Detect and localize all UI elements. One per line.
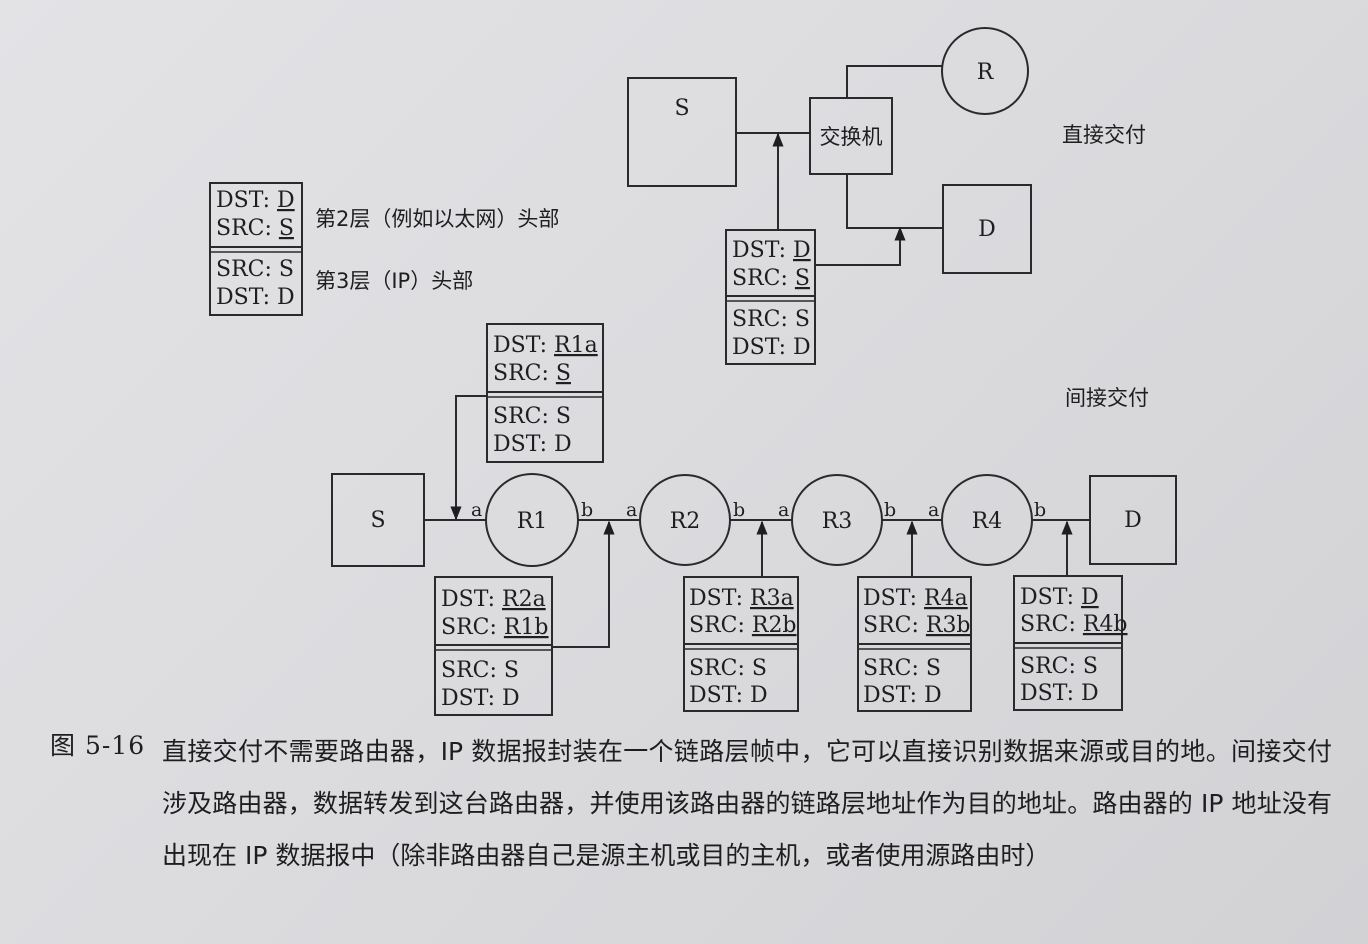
legend-src-label: SRC: <box>216 216 279 241</box>
packet-2-src-label: SRC: <box>441 615 504 640</box>
indirect-source-label: S <box>370 508 385 533</box>
svg-text:DST: R2a: DST: R2a <box>441 587 546 612</box>
router-r2-label: R2 <box>670 509 701 534</box>
router-r4-label: R4 <box>972 509 1003 534</box>
legend-layer3-label: 第3层（IP）头部 <box>315 269 473 293</box>
packet-5-src-addr: R4b <box>1083 612 1128 637</box>
svg-text:DST: R3a: DST: R3a <box>689 586 794 611</box>
packet-5-src-label: SRC: <box>1020 612 1083 637</box>
packet-2-dst-addr: R2a <box>502 587 546 612</box>
direct-delivery-diagram: S 交换机 R D DST: D SRC: S SRC: S DST: D 直接… <box>627 27 1146 365</box>
switch-box <box>809 97 893 175</box>
packet-3-src-label: SRC: <box>689 613 752 638</box>
direct-router-label: R <box>977 60 995 85</box>
packet-5-ip-src: SRC: S <box>1020 654 1098 679</box>
packet-5-ip-dst: DST: D <box>1020 681 1099 706</box>
svg-text:DST: R4a: DST: R4a <box>863 586 968 611</box>
packet-1-src-label: SRC: <box>493 361 556 386</box>
caption-text: 直接交付不需要路由器，IP 数据报封装在一个链路层帧中，它可以直接识别数据来源或… <box>162 737 1332 870</box>
packet-3-src-addr: R2b <box>752 613 797 638</box>
packet-2-src-addr: R1b <box>504 615 549 640</box>
indirect-delivery-diagram: S D R1 R2 R3 R4 a b a b a b a b <box>331 323 1177 716</box>
svg-text:SRC: R3b: SRC: R3b <box>863 613 971 638</box>
packet-3-ip-dst: DST: D <box>689 683 768 708</box>
router-r1 <box>485 473 579 567</box>
packet-1-ip-dst: DST: D <box>493 432 572 457</box>
r4-iface-a: a <box>928 499 939 521</box>
direct-source-host <box>627 77 737 187</box>
packet-3-dst-label: DST: <box>689 586 750 611</box>
direct-packet-ip-src: SRC: S <box>732 307 810 332</box>
direct-delivery-title: 直接交付 <box>1062 123 1146 147</box>
packet-4-src-addr: R3b <box>926 613 971 638</box>
packet-4-src-label: SRC: <box>863 613 926 638</box>
r2-iface-a: a <box>626 499 637 521</box>
packet-5-dst-label: DST: <box>1020 585 1081 610</box>
r1-iface-b: b <box>581 499 593 521</box>
indirect-packet-4: DST: R4a SRC: R3b SRC: S DST: D <box>857 576 972 712</box>
packet-2-ip-src: SRC: S <box>441 658 519 683</box>
packet-4-dst-addr: R4a <box>924 586 968 611</box>
direct-packet-src-label: SRC: <box>732 266 795 291</box>
r3-iface-b: b <box>884 499 896 521</box>
svg-text:SRC: S: SRC: S <box>493 361 571 386</box>
svg-text:SRC: R1b: SRC: R1b <box>441 615 549 640</box>
indirect-packet-2: DST: R2a SRC: R1b SRC: S DST: D <box>434 576 553 716</box>
svg-text:DST: R1a: DST: R1a <box>493 333 598 358</box>
svg-text:DST: D: DST: D <box>216 188 295 213</box>
legend-dst-addr: D <box>277 188 295 213</box>
direct-packet-dst-label: DST: <box>732 238 793 263</box>
legend-dst-label: DST: <box>216 188 277 213</box>
direct-source-label: S <box>674 96 689 121</box>
packet-1-dst-label: DST: <box>493 333 554 358</box>
router-r1-label: R1 <box>517 509 548 534</box>
legend-layer2-label: 第2层（例如以太网）头部 <box>315 207 559 231</box>
indirect-packet-5: DST: D SRC: R4b SRC: S DST: D <box>1013 575 1128 711</box>
router-r3-label: R3 <box>822 509 853 534</box>
r3-iface-a: a <box>778 499 789 521</box>
svg-text:DST: D: DST: D <box>1020 585 1099 610</box>
packet-5-dst-addr: D <box>1081 585 1099 610</box>
packet-4-ip-dst: DST: D <box>863 683 942 708</box>
packet-2-ip-dst: DST: D <box>441 686 520 711</box>
packet-2-dst-label: DST: <box>441 587 502 612</box>
direct-router-node <box>941 27 1029 115</box>
svg-text:SRC: R2b: SRC: R2b <box>689 613 797 638</box>
direct-packet-ip-dst: DST: D <box>732 335 811 360</box>
packet-4-ip-src: SRC: S <box>863 656 941 681</box>
legend-src-addr: S <box>279 216 294 241</box>
legend-ip-dst: DST: D <box>216 285 295 310</box>
figure-number: 图 5-16 <box>50 731 146 760</box>
svg-text:DST: D: DST: D <box>732 238 811 263</box>
packet-3-dst-addr: R3a <box>750 586 794 611</box>
r1-iface-a: a <box>471 499 482 521</box>
r2-iface-b: b <box>733 499 745 521</box>
indirect-dest-label: D <box>1124 508 1142 533</box>
legend-ip-src: SRC: S <box>216 257 294 282</box>
svg-text:SRC: S: SRC: S <box>216 216 294 241</box>
svg-text:SRC: R4b: SRC: R4b <box>1020 612 1128 637</box>
packet-1-dst-addr: R1a <box>554 333 598 358</box>
direct-packet-dst-addr: D <box>793 238 811 263</box>
direct-dest-label: D <box>978 217 996 242</box>
direct-packet-src-addr: S <box>795 266 810 291</box>
indirect-packet-3: DST: R3a SRC: R2b SRC: S DST: D <box>683 576 799 712</box>
legend-header-box: DST: D SRC: S SRC: S DST: D <box>209 182 303 316</box>
router-r3 <box>791 474 883 566</box>
packet-1-ip-src: SRC: S <box>493 404 571 429</box>
packet-4-dst-label: DST: <box>863 586 924 611</box>
switch-label: 交换机 <box>820 125 883 149</box>
packet-3-ip-src: SRC: S <box>689 656 767 681</box>
router-r4 <box>941 474 1033 566</box>
router-r2 <box>639 474 731 566</box>
svg-text:SRC: S: SRC: S <box>732 266 810 291</box>
direct-packet: DST: D SRC: S SRC: S DST: D <box>725 229 816 365</box>
indirect-packet-1: DST: R1a SRC: S SRC: S DST: D <box>486 323 604 463</box>
packet-1-src-addr: S <box>556 361 571 386</box>
r4-iface-b: b <box>1034 499 1046 521</box>
indirect-delivery-title: 间接交付 <box>1065 386 1149 410</box>
